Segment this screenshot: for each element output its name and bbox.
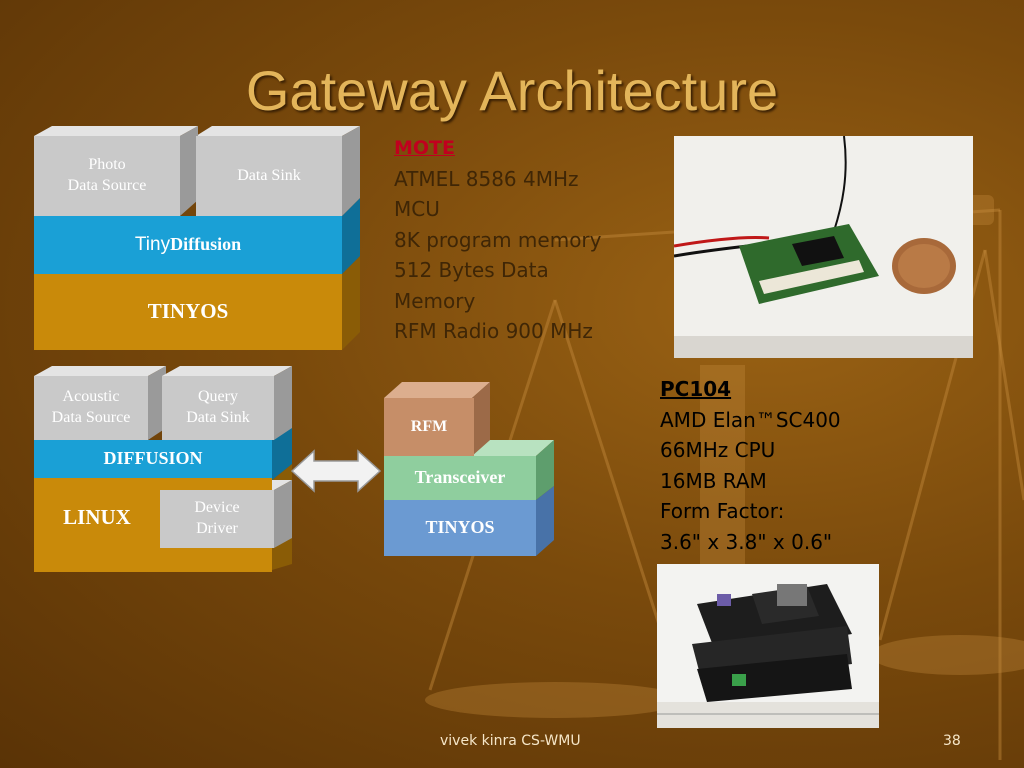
- pc104-photo: [657, 564, 879, 728]
- mote-line: 8K program memory: [394, 227, 602, 252]
- pc104-line: 66MHz CPU: [660, 438, 776, 462]
- pc104-board-image: [657, 564, 879, 728]
- tinydiffusion-layer: TinyDiffusion: [34, 216, 342, 274]
- stack3-3d-sides: [384, 382, 554, 556]
- mote-specs: MOTE ATMEL 8586 4MHz MCU 8K program memo…: [394, 133, 602, 347]
- footer-page-number: 38: [943, 733, 961, 749]
- transceiver-box: Transceiver: [384, 456, 536, 500]
- mote-photo: [674, 136, 973, 358]
- mote-line: MCU: [394, 197, 440, 221]
- mote-line: Memory: [394, 288, 476, 313]
- stack2-3d-sides: [34, 366, 292, 570]
- pc104-line: 16MB RAM: [660, 468, 767, 493]
- stack1-3d-sides: [34, 126, 360, 350]
- mote-board-image: [674, 136, 973, 358]
- pc104-line: AMD Elan™SC400: [660, 407, 841, 432]
- data-sink-box: Data Sink: [196, 136, 342, 216]
- pc104-heading: PC104: [660, 377, 732, 401]
- pc104-line: 3.6" x 3.8" x 0.6": [660, 529, 833, 554]
- page-title: Gateway Architecture: [245, 59, 779, 122]
- double-arrow-icon: [290, 449, 382, 493]
- mote-line: 512 Bytes Data: [394, 258, 549, 282]
- tinyos-layer: TINYOS: [34, 274, 342, 350]
- mote-heading: MOTE: [394, 137, 455, 159]
- diffusion-layer: DIFFUSION: [34, 440, 272, 478]
- mote-line: ATMEL 8586 4MHz: [394, 166, 579, 191]
- linux-label: LINUX: [63, 505, 131, 530]
- footer-author: vivek kinra CS-WMU: [440, 733, 581, 749]
- tinyos-radio-box: TINYOS: [384, 500, 536, 556]
- mote-line: RFM Radio 900 MHz: [394, 319, 593, 343]
- pc104-line: Form Factor:: [660, 499, 785, 523]
- rfm-box: RFM: [384, 398, 474, 456]
- pc104-specs: PC104 AMD Elan™SC400 66MHz CPU 16MB RAM …: [660, 374, 841, 557]
